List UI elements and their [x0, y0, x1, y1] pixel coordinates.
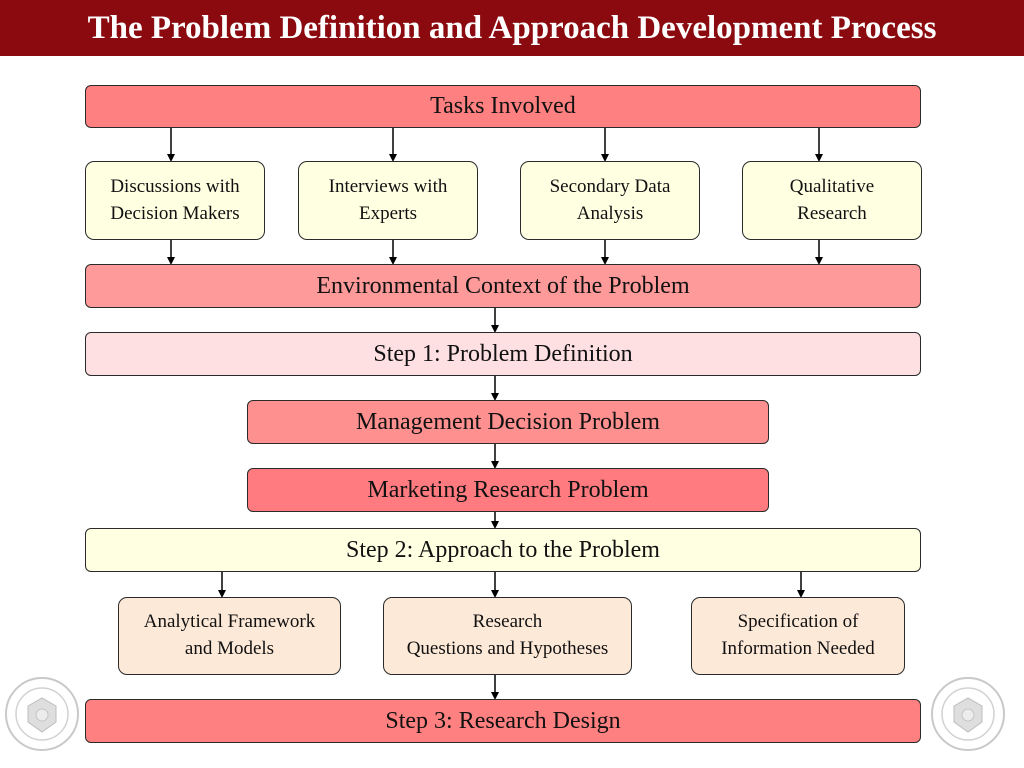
step1-box: Step 1: Problem Definition: [85, 332, 921, 376]
step2-box: Step 2: Approach to the Problem: [85, 528, 921, 572]
tasks-involved-box: Tasks Involved: [85, 85, 921, 128]
research-questions-box: Research Questions and Hypotheses: [383, 597, 632, 675]
step3-box: Step 3: Research Design: [85, 699, 921, 743]
task-interviews-box: Interviews with Experts: [298, 161, 478, 240]
marketing-research-problem-box: Marketing Research Problem: [247, 468, 769, 512]
information-needed-box: Specification of Information Needed: [691, 597, 905, 675]
task-discussions-box: Discussions with Decision Makers: [85, 161, 265, 240]
task-secondary-data-box: Secondary Data Analysis: [520, 161, 700, 240]
slide-title: The Problem Definition and Approach Deve…: [0, 0, 1024, 56]
university-seal-left-icon: [5, 677, 79, 751]
university-seal-right-icon: [931, 677, 1005, 751]
environmental-context-box: Environmental Context of the Problem: [85, 264, 921, 308]
management-decision-problem-box: Management Decision Problem: [247, 400, 769, 444]
task-qualitative-box: Qualitative Research: [742, 161, 922, 240]
analytical-framework-box: Analytical Framework and Models: [118, 597, 341, 675]
